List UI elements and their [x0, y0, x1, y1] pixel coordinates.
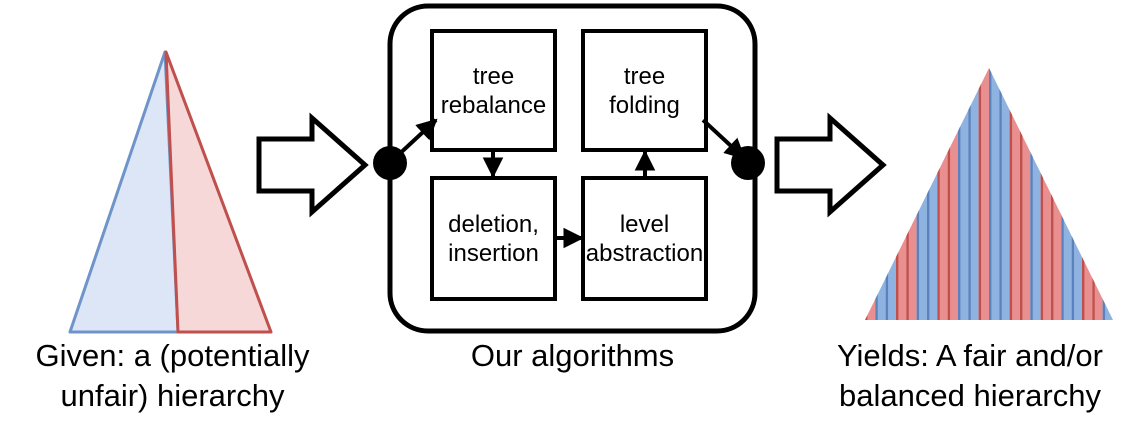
- stripe-8: [947, 68, 958, 320]
- stripe-15: [1020, 68, 1031, 320]
- stripe-13: [999, 68, 1010, 320]
- stripe-14: [1009, 68, 1020, 320]
- stripe-edge-15: [1020, 68, 1023, 320]
- block-arrow-right: [774, 112, 887, 218]
- stripe-edge-18: [1051, 68, 1054, 320]
- triangle-right-half: [164, 50, 273, 334]
- stripe-edge-22: [1092, 68, 1095, 320]
- triangle-left-half: [68, 50, 180, 334]
- algorithms-group: [373, 3, 765, 334]
- stripe-12: [989, 68, 1000, 320]
- stripe-edge-5: [916, 68, 920, 320]
- caption-our-algorithms: Our algorithms: [470, 338, 675, 373]
- stripe-16: [1030, 68, 1041, 320]
- box-tree-folding[interactable]: [581, 29, 708, 152]
- stripe-edge-14: [1009, 68, 1013, 320]
- stripe-edge-20: [1071, 68, 1075, 320]
- box-label-deletion-insertion: deletion, insertion: [448, 210, 539, 267]
- stripe-edge-10: [968, 68, 971, 320]
- caption-yields-hierarchy: Yields: A fair and/or balanced hierarchy: [837, 338, 1103, 413]
- stripe-10: [968, 68, 979, 320]
- stripe-edge-13: [999, 68, 1002, 320]
- stripe-1: [875, 68, 886, 320]
- stripe-11: [978, 68, 989, 320]
- caption-given-hierarchy: Given: a (potentially unfair) hierarchy: [35, 338, 310, 413]
- stripe-7: [937, 68, 948, 320]
- box-label-tree-folding: tree folding: [609, 62, 680, 119]
- stripe-edge-8: [947, 68, 951, 320]
- stripe-0: [865, 68, 876, 320]
- stripe-edge-23: [1102, 68, 1106, 320]
- stripe-group: [865, 68, 1113, 320]
- stripe-edge-12: [989, 68, 992, 320]
- stripe-22: [1092, 68, 1103, 320]
- edge-input-to-rebalance: [393, 118, 438, 160]
- stripe-23: [1102, 68, 1113, 320]
- stripe-6: [927, 68, 938, 320]
- stripe-edge-19: [1061, 68, 1064, 320]
- stripe-edge-7: [937, 68, 940, 320]
- stripe-edge-9: [958, 68, 961, 320]
- stripe-edge-2: [885, 68, 889, 320]
- stripe-edge-17: [1040, 68, 1044, 320]
- stripe-edge-11: [978, 68, 982, 320]
- stripe-edge-3: [896, 68, 899, 320]
- stripe-edge-16: [1030, 68, 1033, 320]
- edge-folding-to-output: [701, 118, 746, 160]
- stripe-edge-0: [865, 68, 868, 320]
- balanced-hierarchy-triangle: [865, 68, 1113, 320]
- block-arrow-left: [256, 112, 369, 218]
- stripe-edge-1: [875, 68, 878, 320]
- box-label-level-abstraction: level abstraction: [585, 210, 704, 267]
- box-label-tree-rebalance: tree rebalance: [440, 62, 547, 119]
- stripe-edge-6: [927, 68, 930, 320]
- stripe-edge-4: [906, 68, 909, 320]
- box-deletion-insertion[interactable]: [430, 176, 557, 301]
- unfair-hierarchy-triangle: [68, 50, 273, 334]
- stripe-9: [958, 68, 969, 320]
- stripe-17: [1040, 68, 1051, 320]
- stripe-edge-21: [1082, 68, 1085, 320]
